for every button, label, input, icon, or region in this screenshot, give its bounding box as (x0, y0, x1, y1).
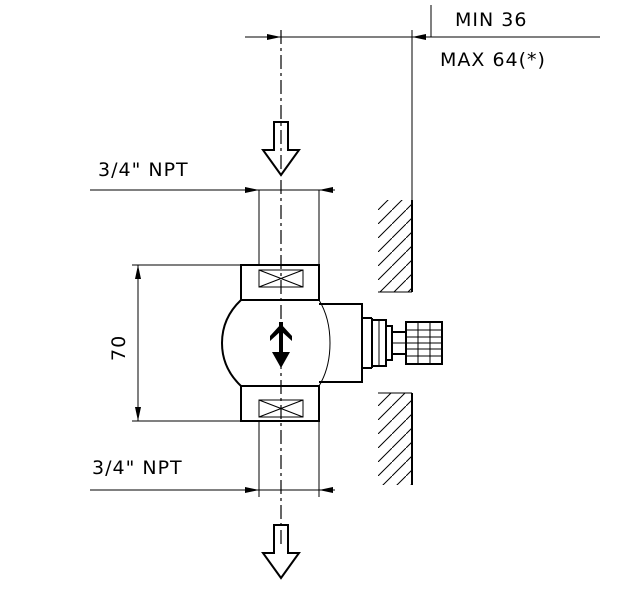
wall-section (378, 200, 413, 485)
body-height-label: 70 (108, 335, 130, 361)
internal-flow-arrow-icon (270, 322, 292, 368)
body-height-dimension: 70 (108, 264, 241, 422)
inlet-thread-dimension: 3/4" NPT (90, 159, 335, 193)
outlet-pipe (258, 420, 320, 497)
depth-min-label: MIN 36 (455, 9, 527, 31)
inlet-flow-arrow-icon (261, 121, 301, 177)
depth-max-label: MAX 64(*) (440, 49, 546, 71)
outlet-thread-dimension: 3/4" NPT (90, 457, 335, 493)
inlet-thread-label: 3/4" NPT (98, 159, 189, 181)
depth-dimension: MIN 36 MAX 64(*) (245, 5, 600, 200)
valve-body (220, 264, 443, 422)
inlet-pipe (258, 190, 320, 265)
outlet-flow-arrow-icon (261, 524, 301, 580)
outlet-thread-label: 3/4" NPT (92, 457, 183, 479)
